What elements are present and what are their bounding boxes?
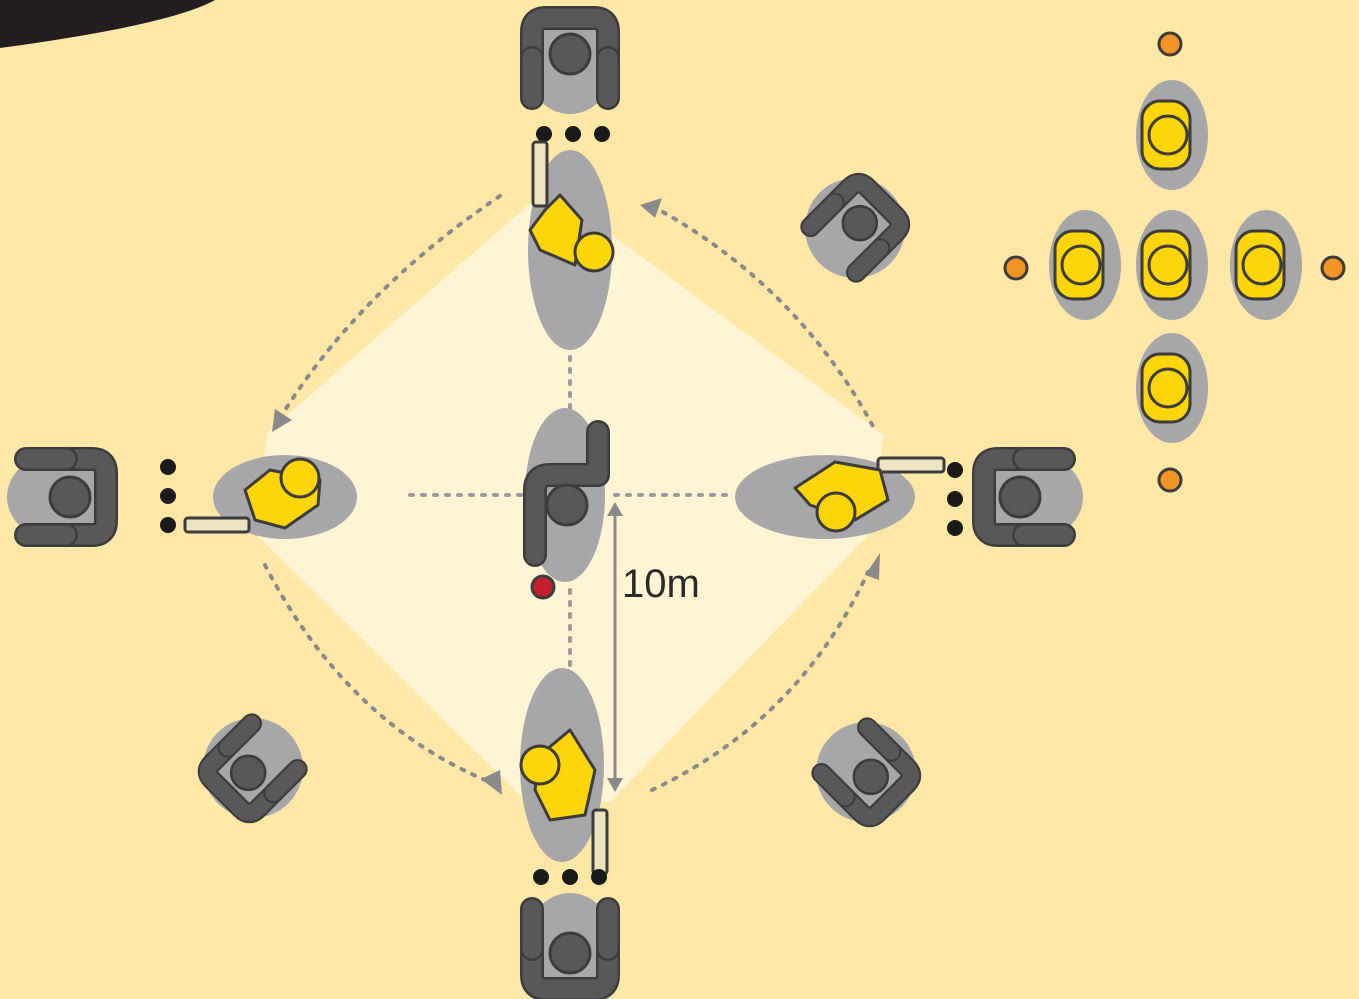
fielder-sw [182,697,323,838]
waiting-batter-1 [1136,80,1208,190]
batter-south [519,668,609,876]
corner-shape [0,0,215,48]
keeper-west [7,452,117,542]
waiting-batter-4 [1230,210,1302,320]
stumps-east [947,462,963,536]
fielder-ne [784,157,925,298]
keeper-east [973,452,1083,542]
waiting-group [1049,80,1302,443]
ball-icon [530,574,556,600]
distance-marker: 10m [607,502,700,792]
cone-4 [1157,467,1183,493]
waiting-batter-5 [1136,333,1208,443]
arrow-heads [272,198,880,795]
waiting-batter-2 [1049,210,1121,320]
waiting-batter-3 [1136,210,1208,320]
keeper-north [525,10,615,114]
cone-3 [1320,255,1346,281]
batter-east [735,455,946,539]
spoke-lines [408,343,737,667]
rotation-arrow-icon [263,194,876,792]
cones [1003,31,1346,493]
batter-west [183,455,357,539]
stumps-south [533,869,607,885]
distance-label: 10m [622,562,700,606]
fielder-se [795,701,936,842]
bowler-center [523,408,610,582]
stumps-west [160,459,176,533]
batter-north [528,140,615,350]
stumps-icon [536,126,610,142]
bat-icon [531,140,549,208]
keeper-south [525,893,615,997]
cone-1 [1157,31,1183,57]
cone-2 [1003,255,1029,281]
